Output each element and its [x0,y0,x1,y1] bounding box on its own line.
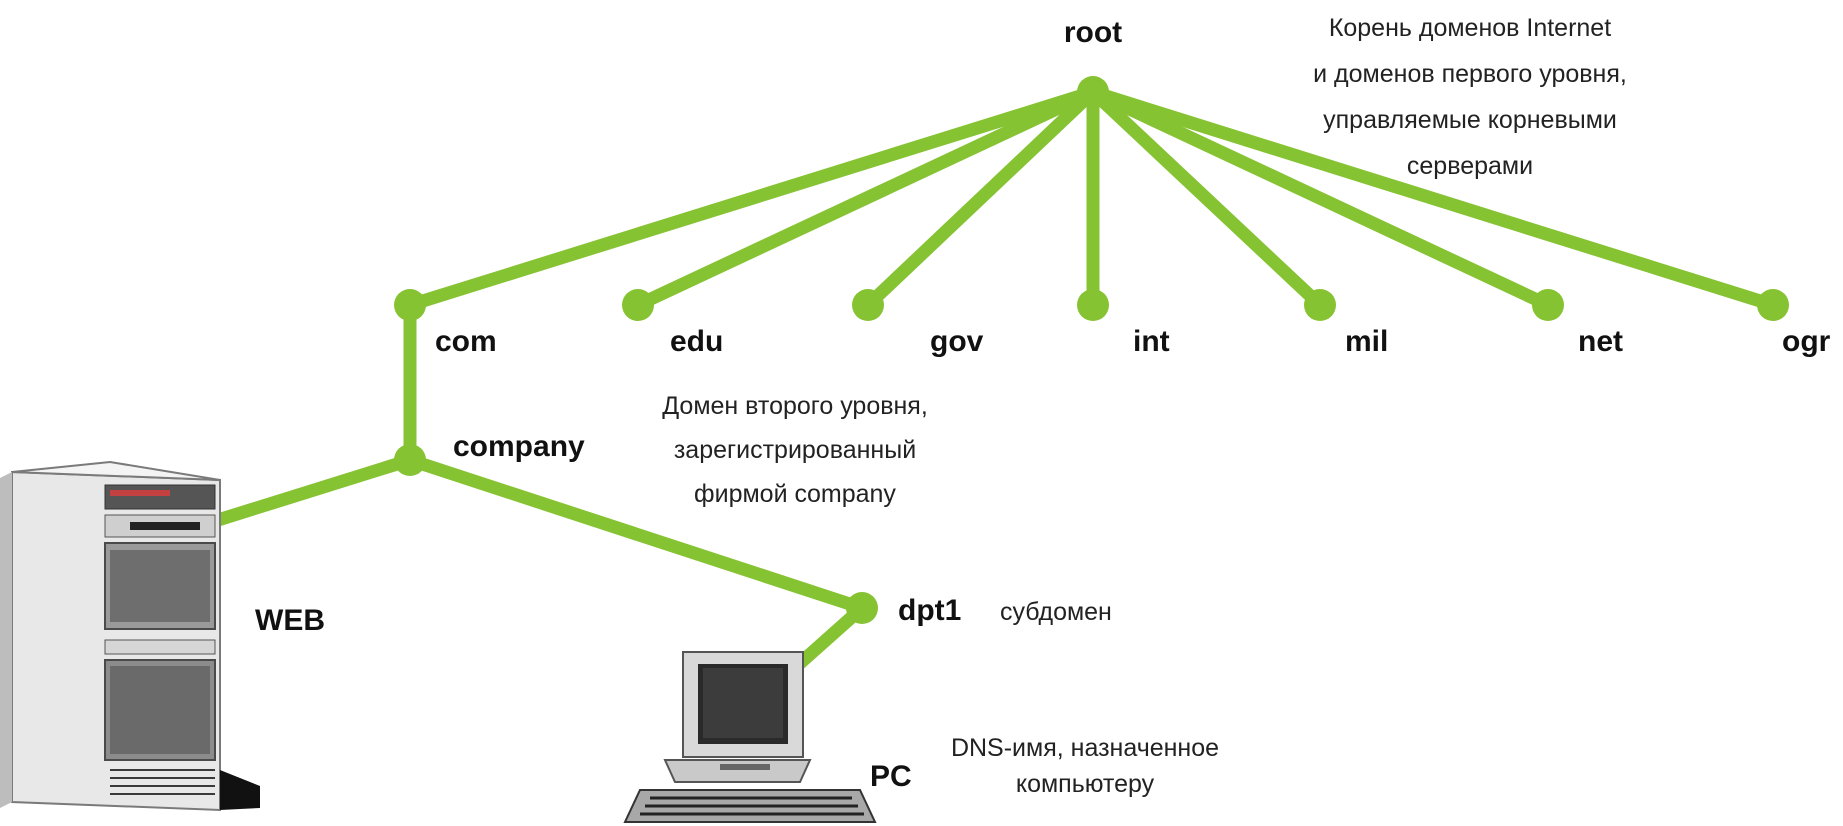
label-dpt1: dpt1 [898,594,961,627]
edge-root-ogr [1086,85,1780,312]
note-subdomain: субдомен [1000,598,1112,626]
tree-nodes [394,76,1789,624]
node-com-dot [394,289,426,321]
note-root-line-2: и доменов первого уровня, [1313,60,1627,88]
label-gov: gov [930,325,984,358]
server-tower-icon [0,460,260,812]
label-edu: edu [670,325,723,358]
edge-root-gov [861,85,1100,312]
note-root-line-3: управляемые корневыми [1323,106,1617,134]
label-ogr: ogr [1782,325,1831,358]
label-int: int [1133,325,1170,358]
note-second-line-3: фирмой company [694,480,896,508]
note-root-line-1: Корень доменов Internet [1329,14,1611,42]
node-int-dot [1077,289,1109,321]
label-com: com [435,325,497,358]
edge-root-edu [631,85,1100,312]
note-root-domains: Корень доменов Internet и доменов первог… [1313,14,1627,180]
note-second-line-1: Домен второго уровня, [662,392,928,420]
node-company-dot [394,444,426,476]
node-root-dot [1077,76,1109,108]
node-net-dot [1532,289,1564,321]
label-pc: PC [870,760,912,793]
note-root-line-4: серверами [1407,152,1533,180]
edge-company-dpt1 [403,453,869,615]
edge-root-com [403,85,1100,312]
label-root: root [1064,16,1122,49]
edge-root-mil [1086,85,1327,312]
label-company: company [453,430,585,463]
node-dpt1-dot [846,592,878,624]
note-second-line-2: зарегистрированный [674,436,916,464]
node-gov-dot [852,289,884,321]
desktop-computer-icon [623,651,877,823]
node-ogr-dot [1757,289,1789,321]
note-dns-line-1: DNS-имя, назначенное [951,734,1219,762]
note-dns-name: DNS-имя, назначенное компьютеру [951,734,1219,798]
node-mil-dot [1304,289,1336,321]
label-web: WEB [255,604,325,637]
label-mil: mil [1345,325,1388,358]
note-second-level: Домен второго уровня, зарегистрированный… [662,392,928,508]
edge-root-net [1086,85,1555,312]
label-net: net [1578,325,1623,358]
node-edu-dot [622,289,654,321]
tree-edges [211,85,1780,672]
edge-company-web [211,453,417,527]
note-dns-line-2: компьютеру [1016,770,1155,798]
